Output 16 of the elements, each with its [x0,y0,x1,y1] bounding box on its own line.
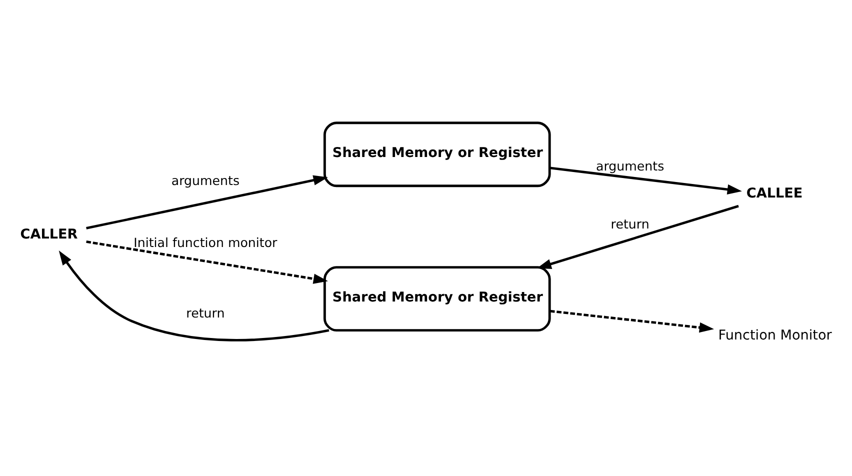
edge-label: return [186,306,225,321]
edge-label: arguments [596,158,664,174]
node-box: Shared Memory or Register [323,266,551,332]
arrow [58,250,330,342]
edge-label: arguments [171,172,240,188]
node-text: CALLER [20,226,78,242]
edge-label: return [610,216,650,232]
edge-label: Initial function monitor [134,234,278,250]
node-text: Function Monitor [718,327,832,344]
arrow [86,240,328,284]
node-text: CALLEE [746,186,803,202]
arrow [550,310,714,333]
arrow [86,175,328,230]
node-box: Shared Memory or Register [323,122,551,188]
arrow [536,204,739,269]
arrow [550,166,742,195]
